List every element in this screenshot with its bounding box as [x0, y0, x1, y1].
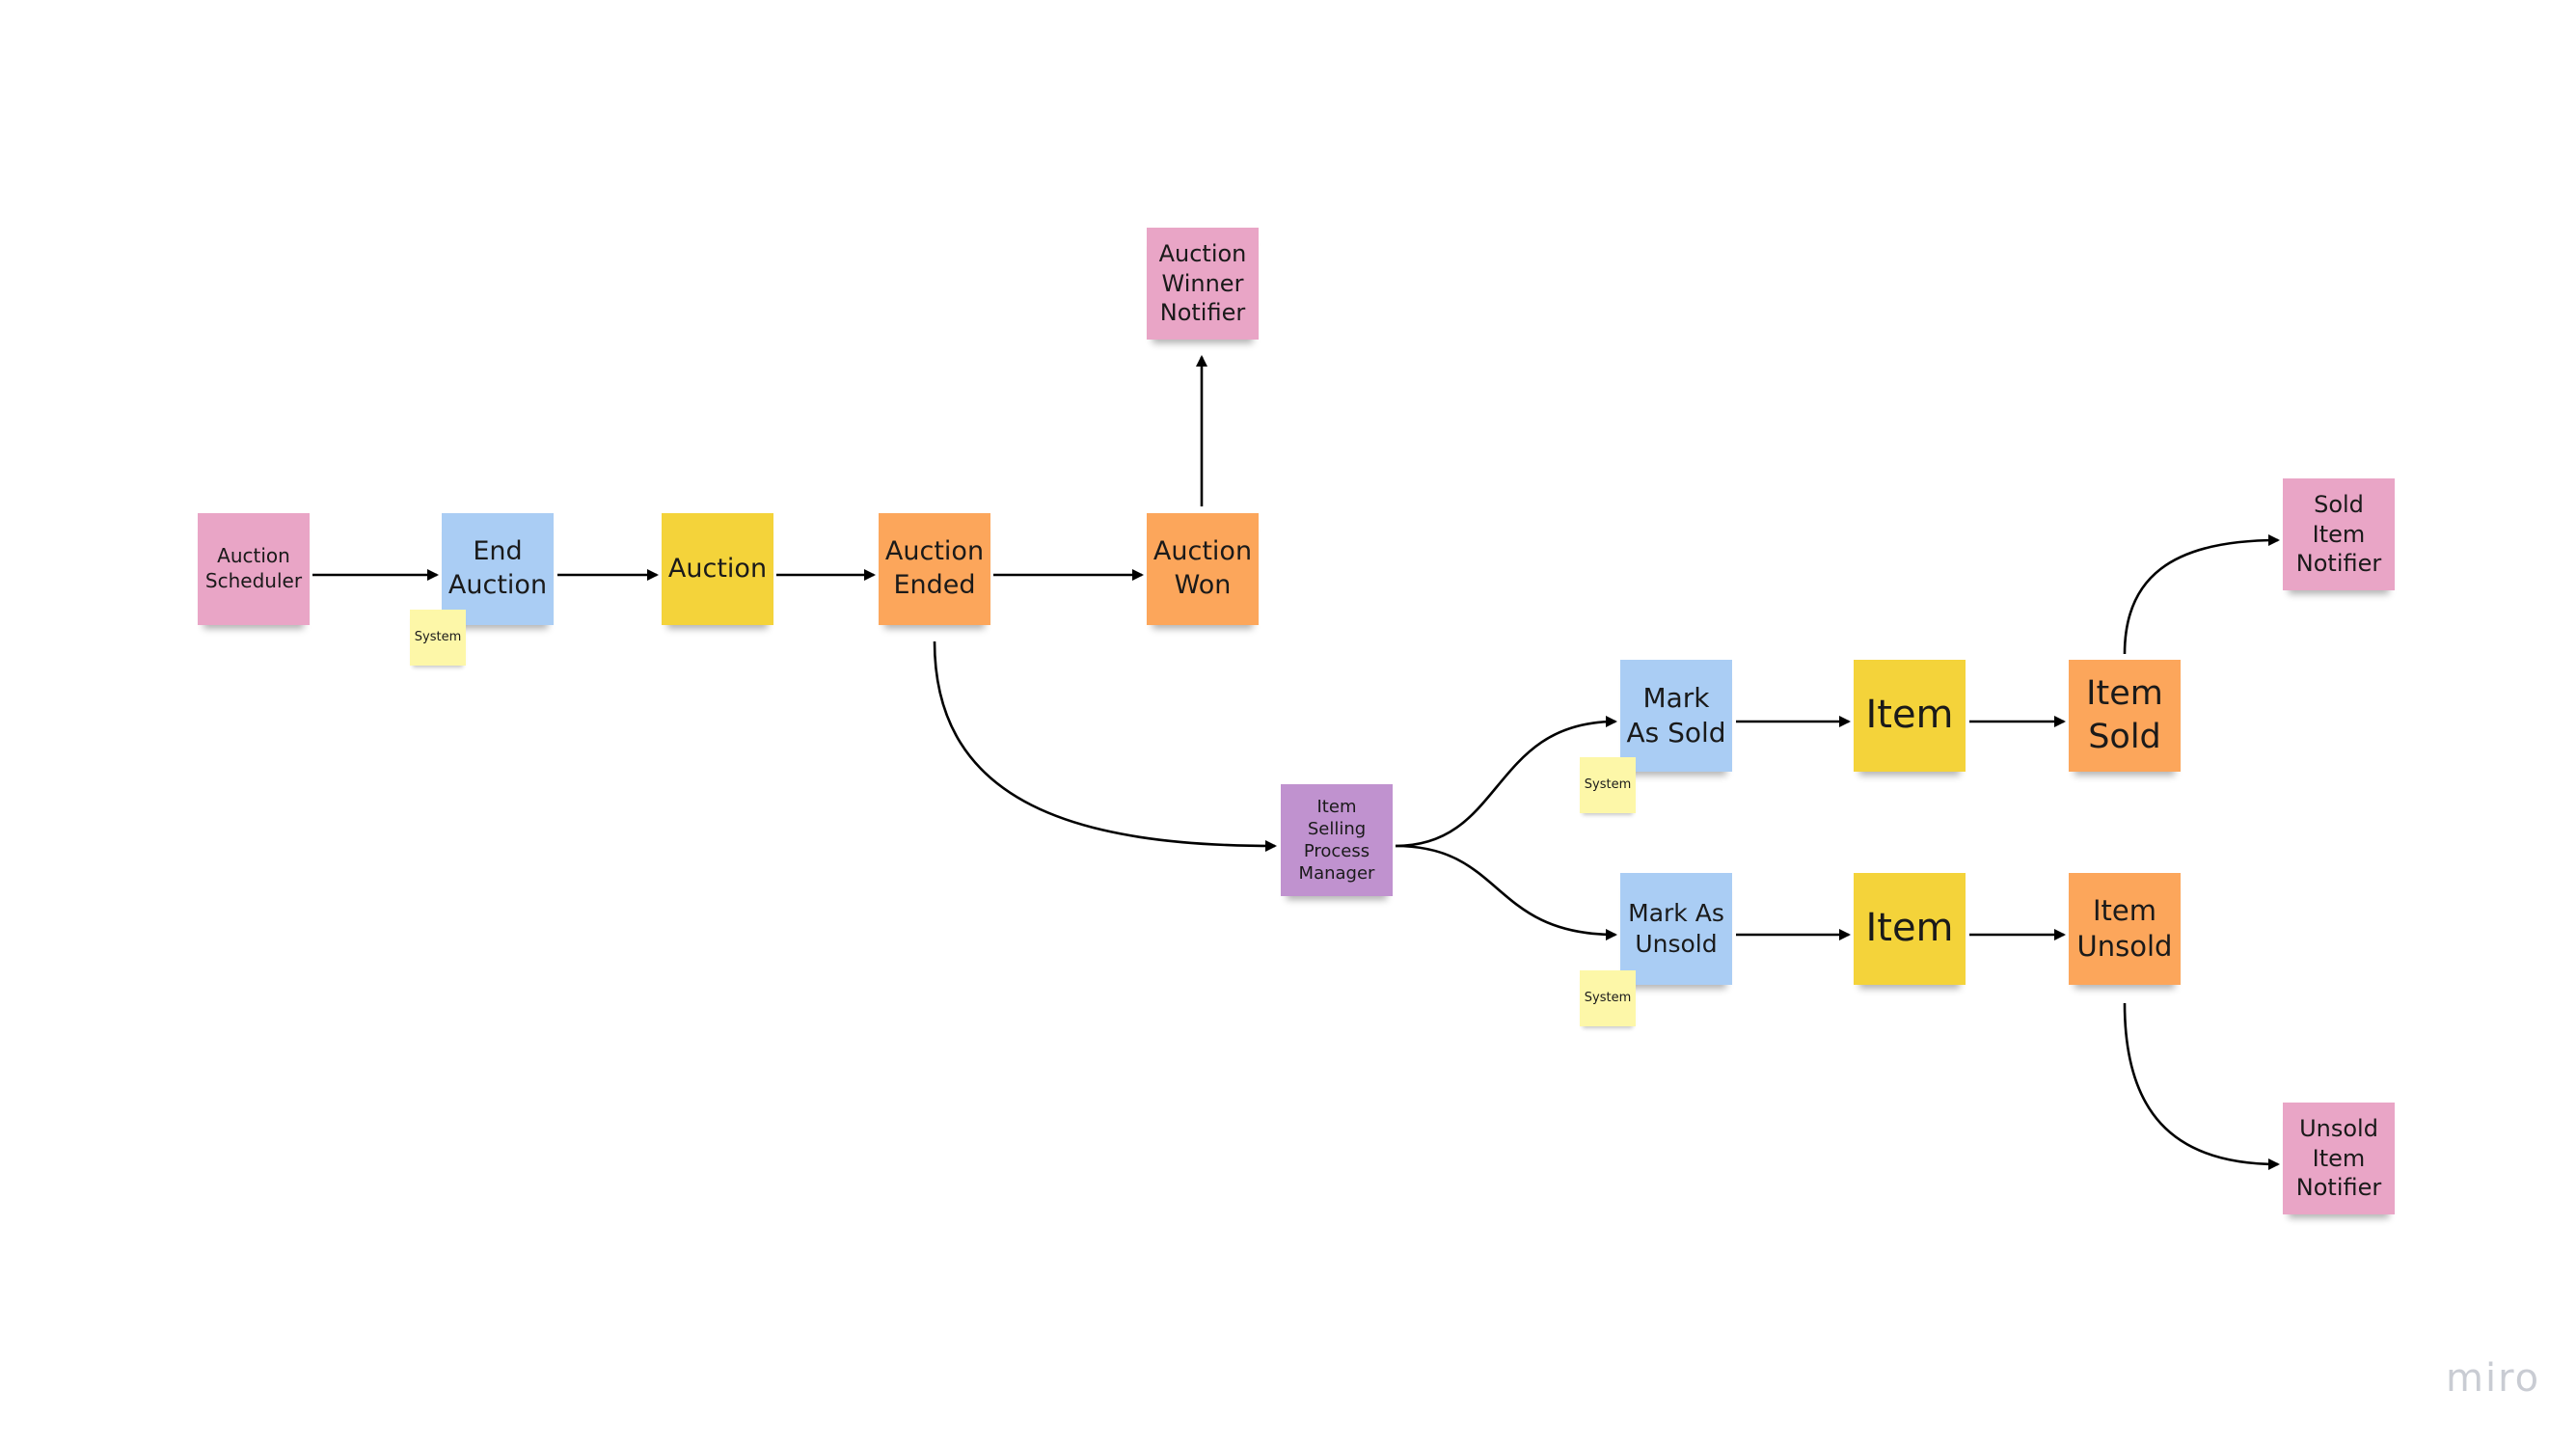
sticky-auction-winner-notifier[interactable]: Auction Winner Notifier: [1147, 228, 1259, 340]
edge-manager-to-mark-as-sold[interactable]: [1395, 716, 1617, 848]
sticky-unsold-item-notifier[interactable]: Unsold Item Notifier: [2283, 1103, 2395, 1214]
sticky-mark-as-unsold[interactable]: Mark As Unsold: [1620, 873, 1732, 985]
edge-auction-ended-to-item-selling-manager[interactable]: [933, 640, 1277, 852]
sticky-auction[interactable]: Auction: [662, 513, 773, 625]
sticky-item-unsold[interactable]: Item Unsold: [2069, 873, 2181, 985]
sticky-system-note[interactable]: System: [410, 610, 466, 666]
edge-item-unsold-to-unsold-notifier[interactable]: [2123, 1002, 2280, 1170]
sticky-auction-won[interactable]: Auction Won: [1147, 513, 1259, 625]
sticky-end-auction[interactable]: End Auction: [442, 513, 554, 625]
edge-manager-to-mark-as-unsold[interactable]: [1395, 844, 1617, 940]
sticky-sold-item-notifier[interactable]: Sold Item Notifier: [2283, 478, 2395, 590]
miro-logo: miro: [2446, 1356, 2541, 1401]
sticky-mark-as-sold[interactable]: Mark As Sold: [1620, 660, 1732, 772]
sticky-auction-ended[interactable]: Auction Ended: [879, 513, 990, 625]
sticky-system-note[interactable]: System: [1580, 757, 1636, 813]
sticky-item-selling-process-manager[interactable]: Item Selling Process Manager: [1281, 784, 1393, 896]
sticky-item-unsold-aggregate[interactable]: Item: [1854, 873, 1966, 985]
sticky-system-note[interactable]: System: [1580, 970, 1636, 1026]
sticky-item-sold[interactable]: Item Sold: [2069, 660, 2181, 772]
sticky-item-sold-aggregate[interactable]: Item: [1854, 660, 1966, 772]
edge-item-sold-to-sold-notifier[interactable]: [2123, 534, 2280, 655]
sticky-auction-scheduler[interactable]: Auction Scheduler: [198, 513, 310, 625]
